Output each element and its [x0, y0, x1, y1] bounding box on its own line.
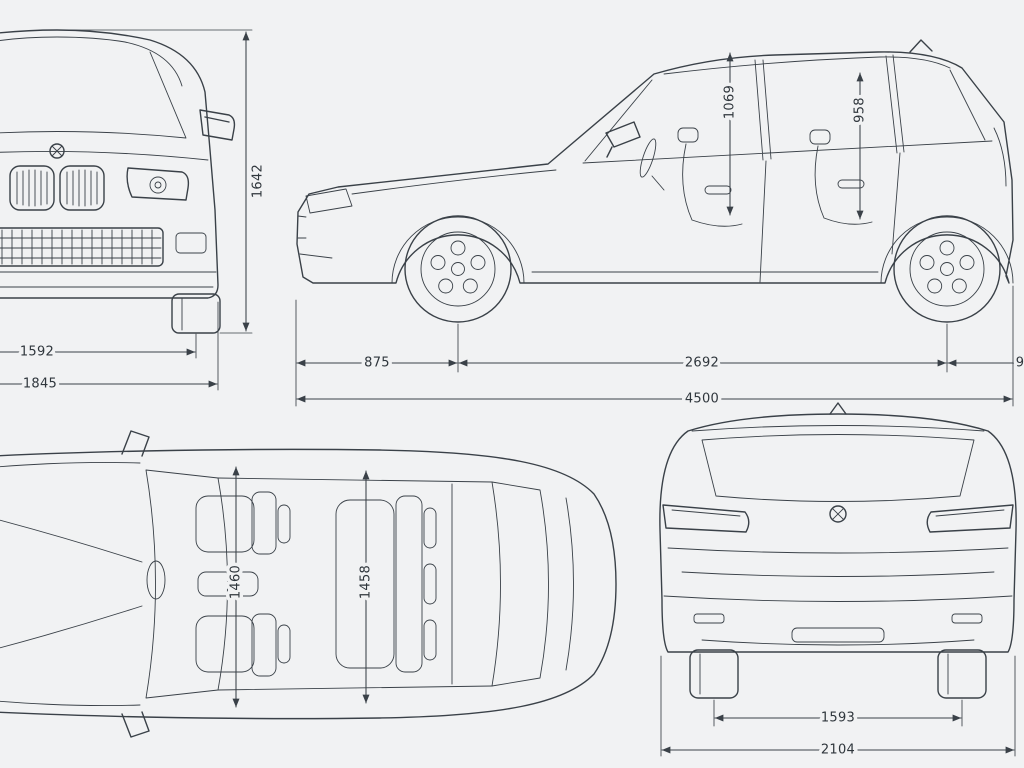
dim-front-height: 1642: [59, 29, 269, 334]
dim-side-rear-overhang: 9: [947, 352, 1024, 374]
side-rear-wheel: [893, 215, 1001, 323]
front-view-wheels: [171, 293, 221, 334]
front-body-outline: [0, 29, 219, 299]
side-hood-crease: [351, 169, 557, 195]
label-front-height: 1642: [251, 164, 266, 198]
front-roof-inner-line: [0, 36, 183, 87]
front-view: 1642 1592 1845: [0, 29, 269, 395]
dim-top-interior-width-rear: 1458: [355, 470, 377, 704]
dim-side-wheelbase: 2692: [458, 323, 948, 374]
rear-reflector-right: [951, 613, 983, 624]
front-door-handle: [704, 185, 732, 195]
tailgate-creases: [667, 547, 1009, 577]
side-glasshouse: [582, 54, 993, 164]
rear-bumper-lines: [663, 595, 1013, 646]
rear-antenna-fin: [829, 402, 847, 415]
side-front-face-details: [297, 215, 333, 259]
label-interior-width-front: 1460: [229, 565, 244, 599]
side-body-outline: [296, 51, 1014, 284]
rear-reflector-left: [693, 613, 725, 624]
front-fog-trim: [175, 232, 207, 254]
diagram-art: 1642 1592 1845: [0, 29, 1024, 761]
rear-window: [701, 434, 975, 502]
label-interior-width-rear: 1458: [359, 565, 374, 599]
dim-side-length: 4500: [296, 285, 1014, 410]
kidney-grille: [9, 165, 105, 211]
top-hood-lines: [0, 461, 143, 707]
side-view: 1069 958 875 2692 9: [295, 39, 1024, 410]
rear-door-handle: [837, 179, 865, 189]
side-door-seams: [759, 152, 901, 283]
top-roof-edges: [217, 477, 493, 691]
label-rear-track: 1593: [821, 711, 855, 726]
top-view: 1460 1458: [0, 430, 617, 738]
label-rear-overhang-partial: 9: [1016, 356, 1024, 371]
side-steering-wheel: [639, 138, 665, 191]
label-interior-height-rear: 958: [853, 97, 868, 123]
top-front-seats: [195, 491, 291, 677]
dim-side-interior-height-rear: 958: [849, 72, 871, 220]
label-wheelbase: 2692: [685, 356, 719, 371]
front-hood-crease: [0, 151, 209, 161]
side-mirror: [605, 121, 641, 158]
top-mirrors: [121, 430, 150, 738]
side-rear-seat: [809, 129, 873, 225]
right-mirror: [199, 109, 236, 141]
front-windshield: [0, 51, 187, 139]
label-front-width: 1845: [23, 377, 57, 392]
dim-top-interior-width-front: 1460: [225, 466, 247, 708]
rear-taillight-details: [671, 509, 1005, 517]
rear-body-outline: [659, 413, 1017, 653]
top-windshield: [145, 469, 228, 699]
dim-rear-track: 1593: [713, 699, 963, 729]
top-body-outline: [0, 448, 617, 720]
side-headlight: [305, 188, 353, 214]
label-rear-width: 2104: [821, 743, 855, 758]
front-bumper-creases: [0, 271, 217, 288]
rear-diffuser: [791, 627, 885, 643]
side-taillight: [993, 127, 1007, 187]
bmw-roundel-icon: [49, 143, 65, 159]
label-front-track: 1592: [20, 345, 54, 360]
dim-front-width: 1845: [0, 301, 219, 395]
dim-side-front-overhang: 875: [295, 299, 459, 407]
right-headlight: [126, 167, 190, 201]
top-rear-bench: [335, 495, 437, 673]
lower-intake-mesh: [0, 227, 164, 267]
top-steering-wheel: [146, 560, 166, 600]
fender-arches: [391, 216, 1014, 284]
rear-wheels: [689, 649, 987, 699]
top-rear-window: [491, 481, 574, 687]
bmw-roundel-rear-icon: [829, 505, 847, 523]
rear-spoiler-line: [691, 425, 985, 432]
label-front-overhang: 875: [364, 356, 390, 371]
label-interior-height-front: 1069: [723, 85, 738, 119]
side-front-wheel: [404, 215, 512, 323]
center-console: [197, 571, 259, 597]
rear-view: 1593 2104: [659, 402, 1017, 761]
rear-taillights: [662, 504, 1014, 533]
dim-rear-width: 2104: [660, 655, 1016, 761]
dim-side-interior-height-front: 1069: [719, 52, 741, 216]
dim-front-track: 1592: [0, 333, 197, 363]
antenna-fin: [909, 39, 933, 53]
label-length: 4500: [685, 392, 719, 407]
side-front-seat: [677, 127, 743, 227]
